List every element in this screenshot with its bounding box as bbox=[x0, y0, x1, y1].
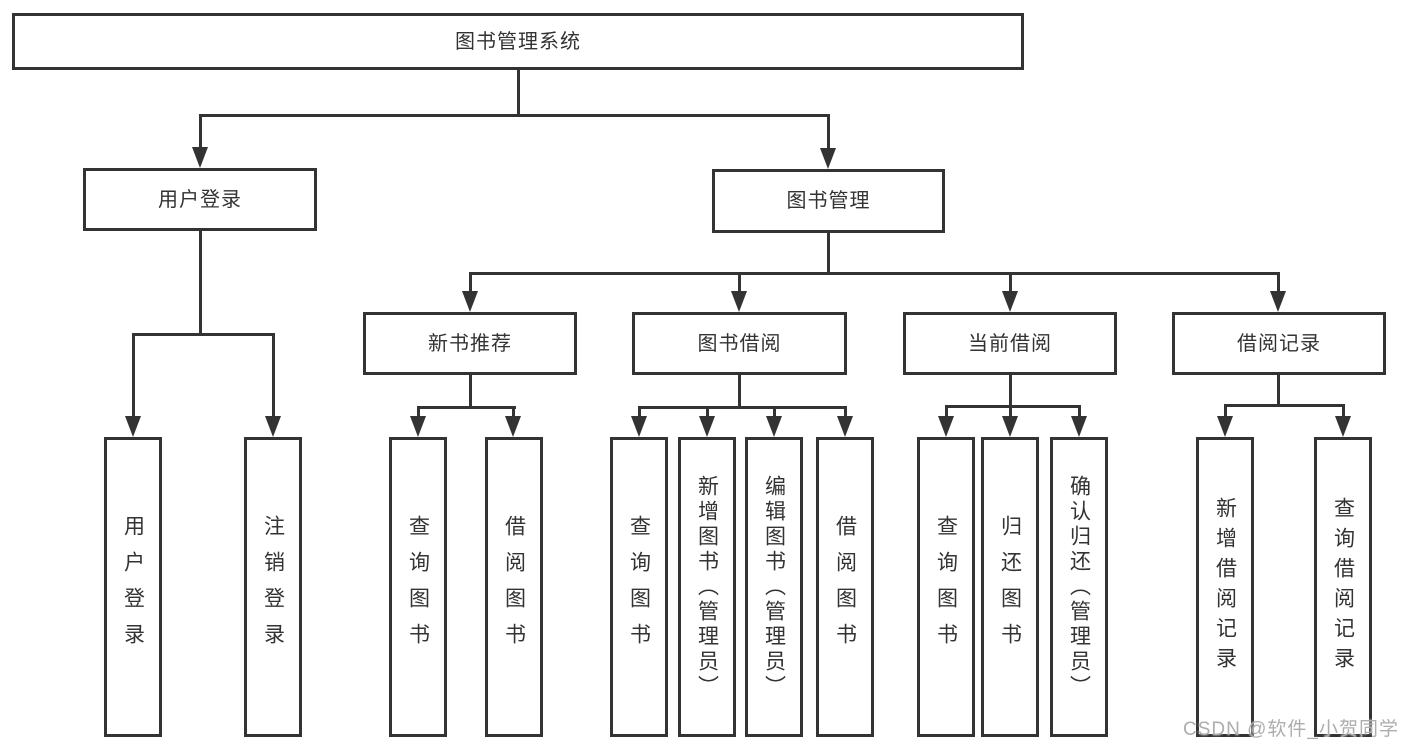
arrow-down-s1-1 bbox=[699, 416, 715, 437]
leaf-s0-query-books: 查询图书 bbox=[389, 437, 447, 737]
node-new-book-recommend: 新书推荐 bbox=[363, 312, 577, 375]
leaf-s2-query-books: 查询图书 bbox=[917, 437, 975, 737]
connector-s2-drop-0 bbox=[945, 405, 948, 419]
arrow-down-book-mgmt bbox=[820, 148, 836, 169]
arrow-down-s2-1 bbox=[1002, 416, 1018, 437]
connector-drop-records bbox=[1277, 272, 1280, 294]
leaf-s2-return-books: 归还图书 bbox=[981, 437, 1039, 737]
connector-s0-drop-0 bbox=[417, 406, 420, 419]
connector-s3-drop-0 bbox=[1224, 404, 1227, 419]
leaf-s1-borrow-books: 借阅图书 bbox=[816, 437, 874, 737]
node-root: 图书管理系统 bbox=[12, 13, 1024, 70]
arrow-down-s1-3 bbox=[837, 416, 853, 437]
connector-s0-drop-1 bbox=[512, 406, 515, 419]
arrow-down-new-book bbox=[462, 291, 478, 312]
connector-drop-new-book bbox=[469, 272, 472, 294]
arrow-down-s1-2 bbox=[766, 416, 782, 437]
connector-s1-drop-2 bbox=[773, 406, 776, 419]
connector-drop-logout bbox=[272, 333, 275, 419]
node-book-mgmt: 图书管理 bbox=[712, 169, 945, 233]
connector-s0-split bbox=[417, 406, 516, 409]
connector-level2-split bbox=[199, 114, 830, 117]
arrow-down-s3-0 bbox=[1217, 416, 1233, 437]
connector-s1-split bbox=[638, 406, 847, 409]
arrow-down-s0-0 bbox=[410, 416, 426, 437]
arrow-down-records bbox=[1270, 291, 1286, 312]
node-user-login: 用户登录 bbox=[83, 168, 317, 231]
arrow-down-current bbox=[1002, 291, 1018, 312]
leaf-s3-add-record: 新增借阅记录 bbox=[1196, 437, 1254, 737]
connector-drop-current bbox=[1009, 272, 1012, 294]
leaf-s0-borrow-books: 借阅图书 bbox=[485, 437, 543, 737]
csdn-watermark: CSDN @软件_小贺同学 bbox=[1183, 719, 1399, 740]
connector-s1-trunk bbox=[738, 375, 741, 409]
arrow-down-borrowing bbox=[731, 291, 747, 312]
leaf-s1-query-books: 查询图书 bbox=[610, 437, 668, 737]
connector-s1-drop-3 bbox=[844, 406, 847, 419]
arrow-down-s1-0 bbox=[631, 416, 647, 437]
arrow-down-login bbox=[125, 416, 141, 437]
connector-s0-trunk bbox=[469, 375, 472, 409]
connector-user-login-split bbox=[132, 333, 275, 336]
connector-drop-book-mgmt bbox=[827, 114, 830, 150]
connector-level3-split bbox=[469, 272, 1280, 275]
leaf-s1-edit-books-admin: 编辑图书（管理员） bbox=[745, 437, 803, 737]
leaf-user-login: 用户登录 bbox=[104, 437, 162, 737]
node-current-borrowing: 当前借阅 bbox=[903, 312, 1117, 375]
connector-s1-drop-0 bbox=[638, 406, 641, 419]
connector-s3-split bbox=[1224, 404, 1344, 407]
arrow-down-s2-2 bbox=[1071, 416, 1087, 437]
connector-drop-borrowing bbox=[738, 272, 741, 294]
connector-root-trunk bbox=[517, 70, 520, 117]
arrow-down-logout bbox=[265, 416, 281, 437]
connector-s2-drop-2 bbox=[1078, 405, 1081, 419]
leaf-s1-add-books-admin: 新增图书（管理员） bbox=[678, 437, 736, 737]
connector-drop-user-login bbox=[199, 114, 202, 150]
connector-drop-login bbox=[132, 333, 135, 419]
leaf-s2-confirm-return-admin: 确认归还（管理员） bbox=[1050, 437, 1108, 737]
arrow-down-s3-1 bbox=[1335, 416, 1351, 437]
connector-user-login-trunk bbox=[199, 231, 202, 336]
node-borrow-records: 借阅记录 bbox=[1172, 312, 1386, 375]
connector-s1-drop-1 bbox=[706, 406, 709, 419]
connector-s2-trunk bbox=[1009, 375, 1012, 408]
connector-s2-split bbox=[945, 405, 1081, 408]
arrow-down-s2-0 bbox=[938, 416, 954, 437]
node-book-borrowing: 图书借阅 bbox=[632, 312, 847, 375]
connector-book-mgmt-trunk bbox=[827, 233, 830, 275]
leaf-s3-query-record: 查询借阅记录 bbox=[1314, 437, 1372, 737]
arrow-down-user-login bbox=[192, 147, 208, 168]
connector-s2-drop-1 bbox=[1009, 405, 1012, 419]
arrow-down-s0-1 bbox=[505, 416, 521, 437]
connector-s3-trunk bbox=[1277, 375, 1280, 407]
leaf-logout: 注销登录 bbox=[244, 437, 302, 737]
connector-s3-drop-1 bbox=[1342, 404, 1345, 419]
